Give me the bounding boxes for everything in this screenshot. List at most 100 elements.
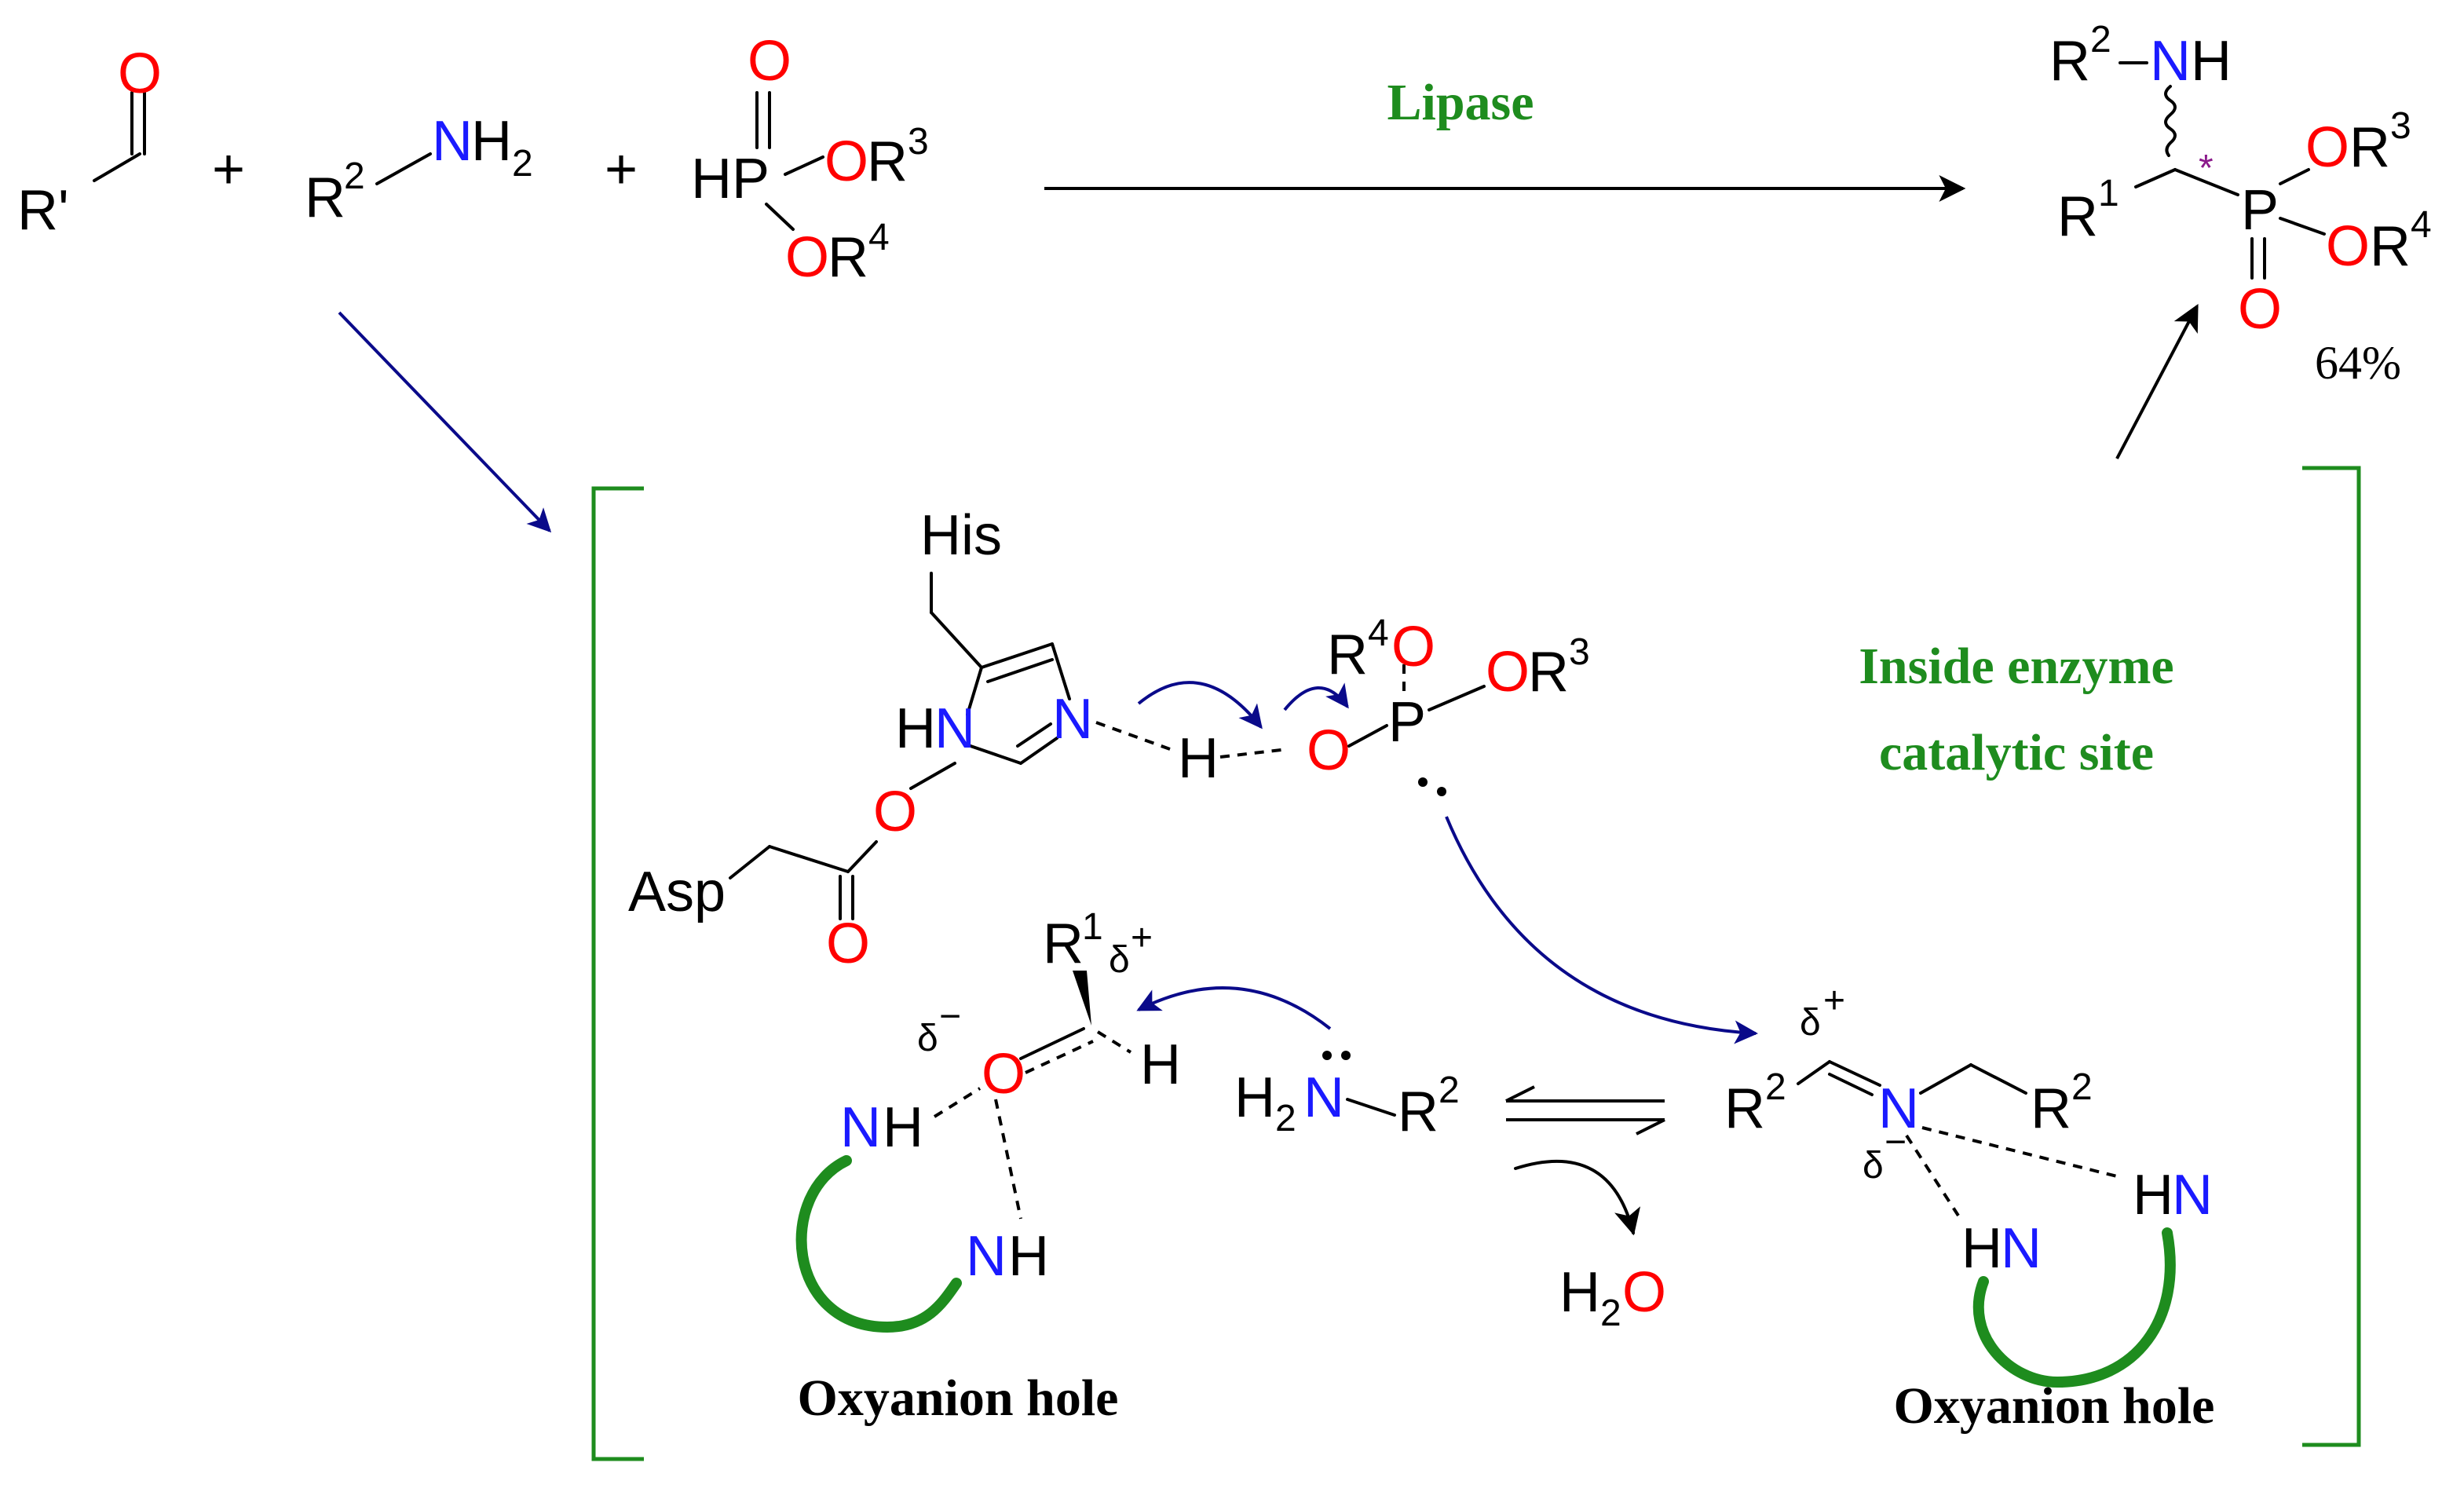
site-r4: R [1327,623,1368,686]
right-bracket [2302,466,2361,1447]
product-nh: H [2191,30,2232,93]
site-r1: R [1043,912,1084,975]
product-o4: O [2326,215,2370,278]
imine-sup: 2 [1765,1066,1786,1108]
hn-right-n: N [2172,1164,2213,1227]
product-o-bottom: O [2238,278,2282,341]
asp-carbonyl-oxygen: O [826,912,870,975]
oxyanion-hole-left-arc [795,1155,962,1333]
product-r3-sup: 3 [2390,105,2411,147]
amine-h: H [471,110,512,173]
product-r2: R [2049,30,2090,93]
water-sub: 2 [1600,1293,1621,1334]
aldehyde-r-group: R' [17,179,69,242]
to-product-arrow [2115,303,2199,459]
site-or3-sup: 3 [1569,631,1590,673]
amine-reagent: R 2 N H 2 [305,110,533,229]
nh-top-h: H [883,1096,923,1159]
site-amine-h: H [1234,1066,1275,1129]
plus-sign-1: + [212,138,245,201]
water-curved-arrow [1514,1159,1641,1236]
nh-bot-h: H [1008,1225,1049,1288]
water-h: H [1559,1261,1600,1324]
product-phosphorus: P [2241,179,2279,242]
plus-sign-2: + [605,138,638,201]
amine-sub: 2 [512,143,533,185]
phosphite-r1: R [867,130,908,193]
hn-left-h: H [1961,1217,2002,1280]
product-r1-sup: 1 [2098,173,2119,214]
hn-h: H [895,697,936,760]
site-amine-sup: 2 [1439,1070,1460,1111]
site-p-oxygen: O [1307,719,1351,782]
aspartate-residue: O O Asp [628,762,956,975]
aldehyde-oxygen: O [118,42,162,105]
site-or3-oxygen: O [1486,641,1530,704]
imine-r: R [1724,1077,1765,1140]
bridging-h: H [1178,727,1219,790]
phosphite-o-top: O [748,30,791,93]
curved-arrow-4 [1136,986,1332,1030]
phosphite-r2-sup: 4 [868,217,890,258]
aldehyde-in-site: R 1 δ + H O δ − N H N H [795,906,1181,1333]
hn-left-n: N [2001,1217,2042,1280]
water-o: O [1622,1261,1666,1324]
site-phosphite: O P R 4 O O R 3 [1307,613,1590,796]
amine-nitrogen: N [432,110,473,173]
hn-right-h: H [2133,1164,2173,1227]
imine-minus-sign: − [1885,1121,1906,1163]
product-r3: R [2349,116,2390,179]
site-amine-r: R [1398,1081,1439,1143]
amine-r-sup: 2 [344,155,365,197]
site-plus-sign: + [1131,917,1153,959]
lipase-label: Lipase [1387,74,1534,131]
site-amine-sub: 2 [1275,1098,1296,1139]
imine-in-site: δ + R 2 N R 2 δ − H N H N [1724,980,2213,1388]
site-delta-plus: δ [1109,939,1130,981]
his-label: His [920,504,1002,567]
imine-delta-plus: δ [1800,1002,1821,1044]
site-r4-sup: 4 [1368,613,1389,654]
curved-arrow-2 [1283,682,1349,711]
nh-top-n: N [840,1096,881,1159]
amine-r: R [305,166,345,229]
yield-label: 64% [2315,337,2401,389]
site-or3-r: R [1528,641,1569,704]
product-r4-sup: 4 [2411,204,2432,246]
site-minus-sign: − [939,996,961,1037]
phosphite-reagent: O HP O R 3 O R 4 [691,30,929,289]
site-amine: H 2 N R 2 [1234,1051,1460,1143]
phosphite-hp: HP [691,148,770,210]
oxyanion-hole-left-label: Oxyanion hole [798,1369,1119,1427]
site-aldehyde-oxygen: O [982,1043,1025,1106]
asp-label: Asp [628,861,726,923]
imine-r2: R [2031,1077,2071,1140]
site-amine-n: N [1303,1066,1344,1129]
product-structure: R 2 N H * R 1 P O R 3 O R 4 O [2049,19,2432,341]
site-label-line1: Inside enzyme [1859,638,2173,695]
product-o3: O [2305,116,2349,179]
imine-n: N [1878,1077,1919,1140]
site-h-aldehyde: H [1140,1033,1181,1096]
phosphite-r2: R [828,226,868,289]
oxyanion-hole-right-arc [1972,1227,2176,1388]
site-r1-sup: 1 [1082,906,1103,948]
site-phosphorus: P [1388,691,1426,754]
imine-plus-sign: + [1823,980,1845,1022]
curved-arrow-1 [1137,681,1263,730]
hn-n: N [934,697,975,760]
aldehyde-structure: O R' [17,42,162,242]
site-r4-oxygen: O [1391,616,1435,678]
imine-delta-minus: δ [1863,1145,1884,1187]
product-r4: R [2370,215,2411,278]
to-mechanism-arrow [338,311,552,533]
left-bracket [591,486,644,1461]
product-nitrogen: N [2150,30,2191,93]
oxyanion-hole-right-label: Oxyanion hole [1894,1377,2215,1435]
phosphite-o1: O [824,130,868,193]
product-r1: R [2057,185,2098,248]
phosphite-r1-sup: 3 [908,121,929,163]
asp-link-oxygen: O [873,781,917,843]
imine-sup2: 2 [2071,1066,2093,1108]
